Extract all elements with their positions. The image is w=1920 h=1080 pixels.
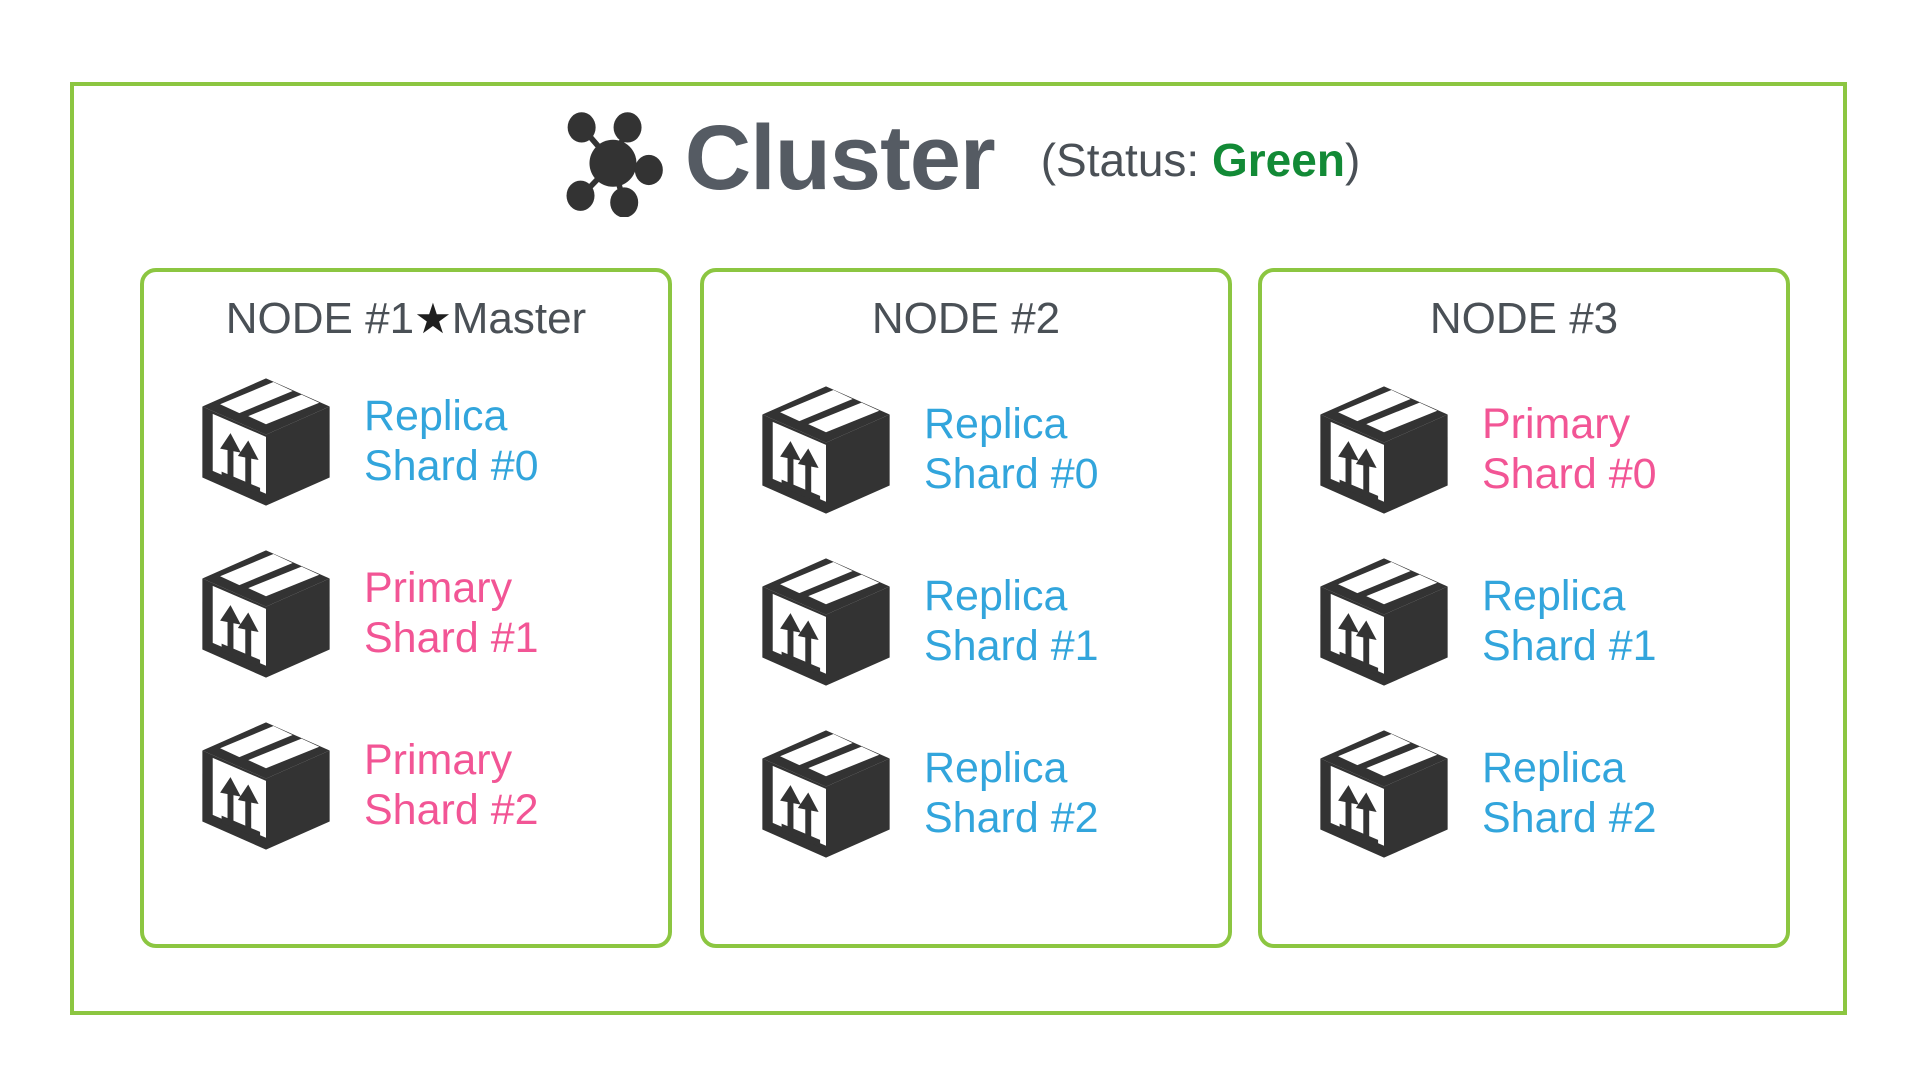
shard-item[interactable]: Replica Shard #1 <box>1262 536 1786 708</box>
shard-number: Shard #0 <box>924 450 1099 498</box>
package-box-icon <box>762 558 890 686</box>
status-prefix: (Status: <box>1040 134 1212 186</box>
shard-number: Shard #1 <box>1482 622 1657 670</box>
cluster-status: (Status: Green) <box>1041 133 1361 189</box>
shard-item[interactable]: Replica Shard #0 <box>704 364 1228 536</box>
node-card-1[interactable]: NODE #1★Master <box>140 268 672 948</box>
shard-item[interactable]: Primary Shard #1 <box>144 528 668 700</box>
shard-number: Shard #0 <box>1482 450 1657 498</box>
shard-number: Shard #2 <box>1482 794 1657 842</box>
package-box-icon <box>762 386 890 514</box>
shard-item[interactable]: Replica Shard #0 <box>144 356 668 528</box>
nodes-row: NODE #1★Master <box>74 86 1843 1011</box>
shard-label: Replica Shard #2 <box>924 744 1099 844</box>
node-title-3: NODE #3 <box>1262 294 1786 344</box>
shard-item[interactable]: Primary Shard #0 <box>1262 364 1786 536</box>
shard-label: Replica Shard #1 <box>1482 572 1657 672</box>
shard-item[interactable]: Replica Shard #2 <box>1262 708 1786 880</box>
master-star-icon: ★ <box>414 295 452 342</box>
node-title-2: NODE #2 <box>704 294 1228 344</box>
shard-label: Primary Shard #2 <box>364 736 539 836</box>
cluster-frame: Cluster (Status: Green) NODE #1★Master <box>70 82 1847 1015</box>
shard-number: Shard #2 <box>924 794 1099 842</box>
node-title-text: NODE #1 <box>225 294 415 343</box>
package-box-icon <box>762 730 890 858</box>
package-box-icon <box>1320 558 1448 686</box>
page-title: Cluster <box>684 107 996 209</box>
shard-item[interactable]: Replica Shard #1 <box>704 536 1228 708</box>
cluster-network-icon <box>566 112 663 217</box>
node-title-1: NODE #1★Master <box>144 294 668 344</box>
shard-number: Shard #1 <box>364 614 539 662</box>
shard-number: Shard #2 <box>364 786 539 834</box>
node-card-3[interactable]: NODE #3 <box>1258 268 1790 948</box>
shard-list-1: Replica Shard #0 <box>144 356 668 872</box>
package-box-icon <box>1320 386 1448 514</box>
shard-label: Replica Shard #2 <box>1482 744 1657 844</box>
package-box-icon <box>1320 730 1448 858</box>
package-box-icon <box>202 378 330 506</box>
shard-role: Replica <box>364 392 508 441</box>
node-title-text: NODE #2 <box>871 294 1061 343</box>
status-suffix: ) <box>1344 134 1361 186</box>
shard-list-2: Replica Shard #0 <box>704 364 1228 880</box>
shard-list-3: Primary Shard #0 <box>1262 364 1786 880</box>
shard-label: Replica Shard #0 <box>924 400 1099 500</box>
package-box-icon <box>202 722 330 850</box>
shard-number: Shard #1 <box>924 622 1099 670</box>
node-title-text: NODE #3 <box>1429 294 1619 343</box>
package-box-icon <box>202 550 330 678</box>
shard-item[interactable]: Replica Shard #2 <box>704 708 1228 880</box>
shard-role: Primary <box>364 564 513 613</box>
shard-item[interactable]: Primary Shard #2 <box>144 700 668 872</box>
shard-role: Primary <box>364 736 513 785</box>
shard-role: Primary <box>1482 400 1631 449</box>
shard-role: Replica <box>924 572 1068 621</box>
shard-number: Shard #0 <box>364 442 539 490</box>
status-badge: Green <box>1211 134 1345 186</box>
shard-label: Primary Shard #0 <box>1482 400 1657 500</box>
shard-label: Replica Shard #1 <box>924 572 1099 672</box>
shard-role: Replica <box>924 400 1068 449</box>
node-card-2[interactable]: NODE #2 <box>700 268 1232 948</box>
shard-role: Replica <box>1482 572 1626 621</box>
shard-role: Replica <box>924 744 1068 793</box>
cluster-header: Cluster (Status: Green) <box>74 96 1843 226</box>
shard-label: Primary Shard #1 <box>364 564 539 664</box>
master-label: Master <box>451 294 587 343</box>
shard-label: Replica Shard #0 <box>364 392 539 492</box>
shard-role: Replica <box>1482 744 1626 793</box>
